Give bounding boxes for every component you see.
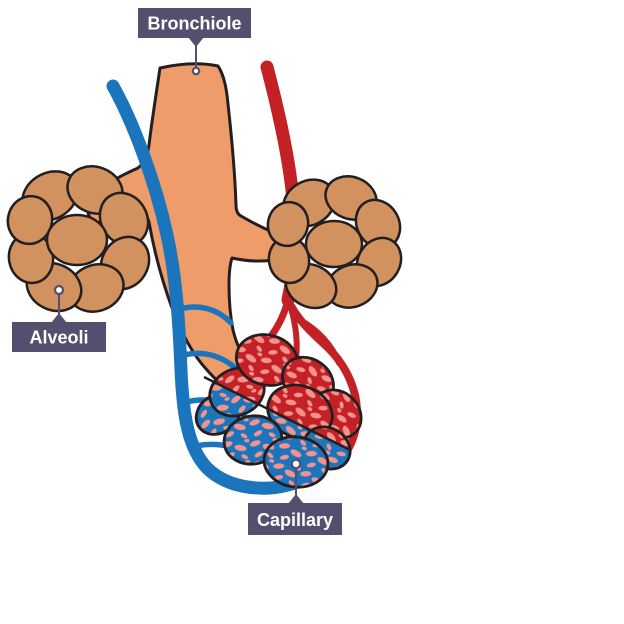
label-marker-dot-icon xyxy=(53,284,65,296)
capillary-red-blue-boundary xyxy=(203,375,351,452)
label-capillary: Capillary xyxy=(248,458,342,535)
label-pointer xyxy=(188,37,204,47)
capillary-cluster xyxy=(186,326,373,493)
label-box xyxy=(12,322,106,352)
alveoli-cluster-right xyxy=(266,175,403,310)
label-bronchiole: Bronchiole xyxy=(138,8,251,76)
label-text-bronchiole: Bronchiole xyxy=(147,14,241,34)
label-text-capillary: Capillary xyxy=(257,510,333,530)
label-pointer xyxy=(288,494,304,504)
label-pointer xyxy=(51,313,67,323)
label-marker-dot-icon xyxy=(191,66,201,76)
label-alveoli: Alveoli xyxy=(12,284,106,352)
label-box xyxy=(138,8,251,38)
label-text-alveoli: Alveoli xyxy=(29,328,88,348)
label-box xyxy=(248,503,342,535)
alveoli-cluster-left xyxy=(6,165,151,313)
label-marker-dot-icon xyxy=(290,458,302,470)
